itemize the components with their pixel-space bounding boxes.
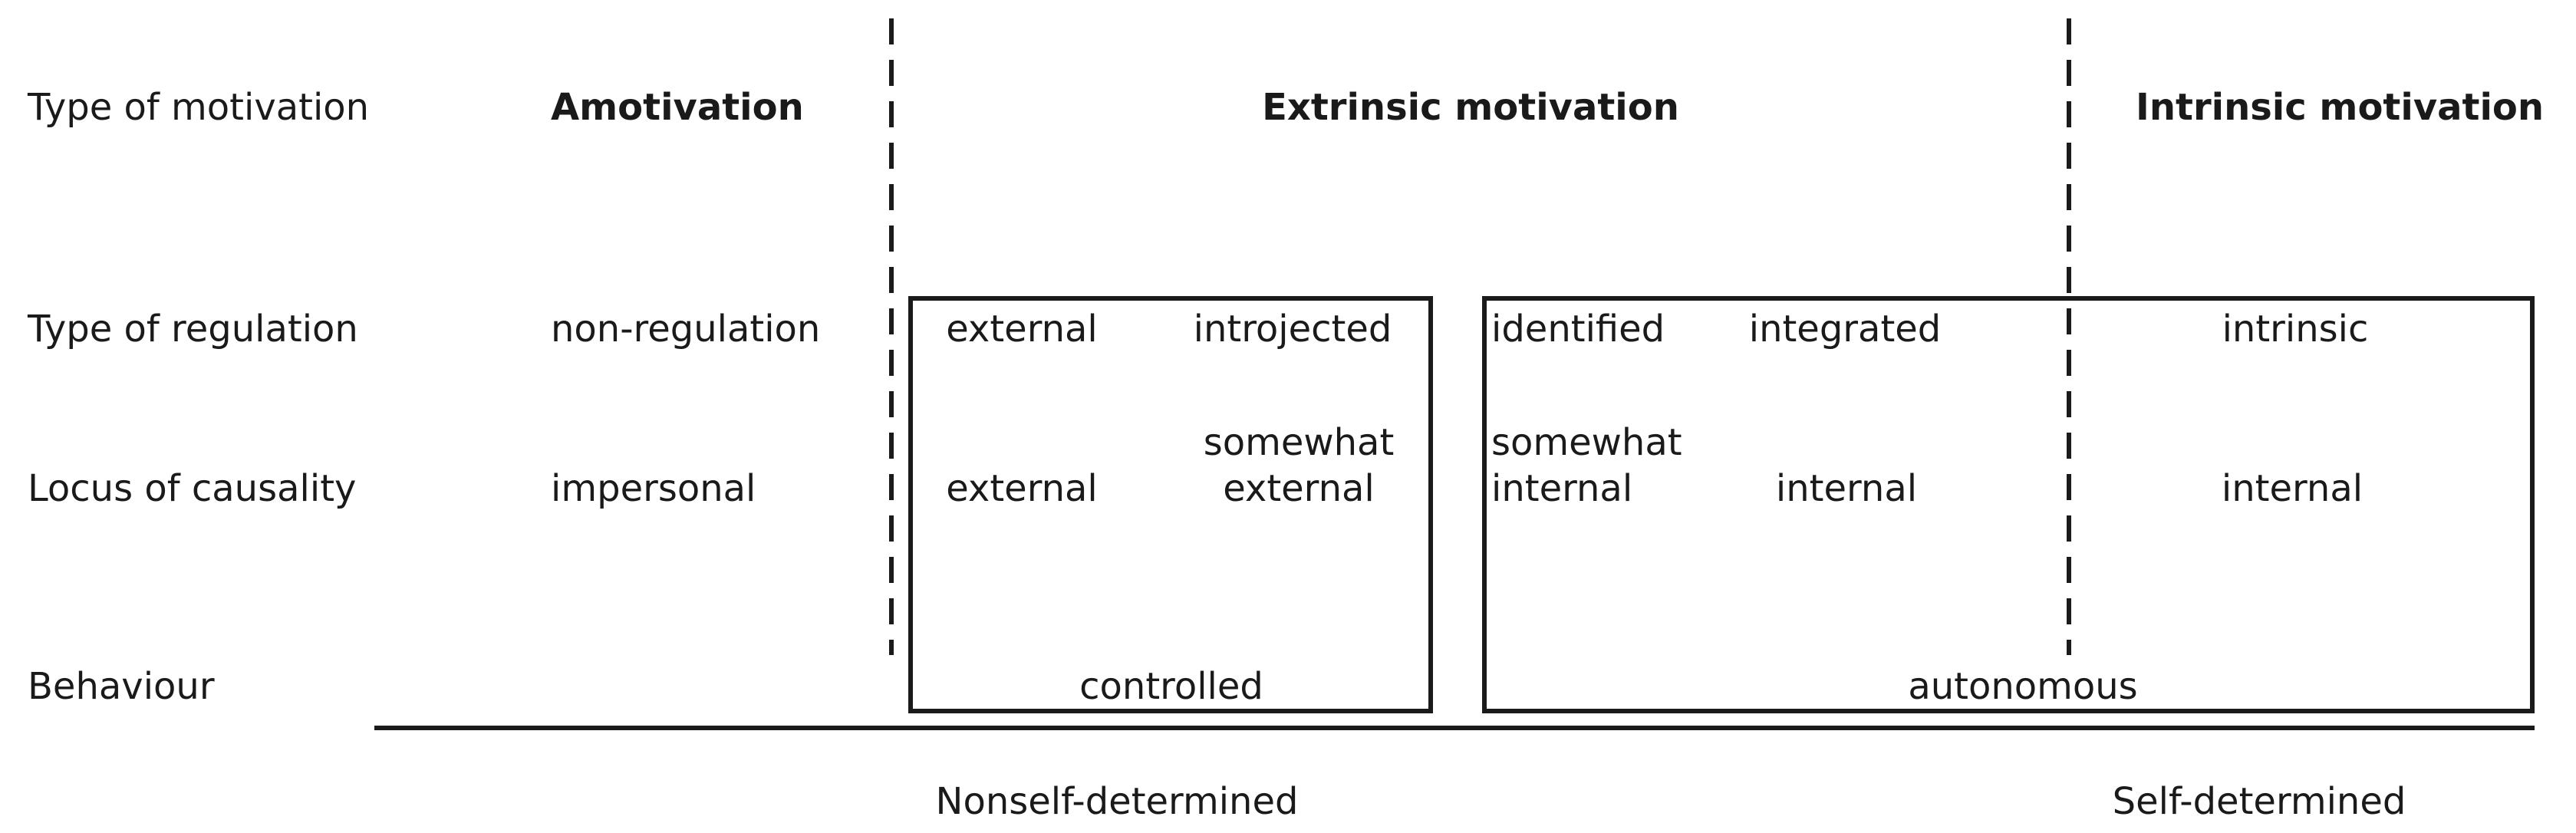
autonomous-box — [1482, 296, 2535, 713]
causality-somewhat-internal: somewhat internal — [1491, 421, 1721, 510]
row-label-causality: Locus of causality — [28, 467, 357, 510]
regulation-introjected: introjected — [1193, 308, 1392, 351]
divider-amotivation-extrinsic — [889, 18, 894, 655]
causality-somewhat-external-line2: external — [1223, 467, 1375, 510]
row-label-regulation: Type of regulation — [28, 308, 358, 351]
regulation-external: external — [946, 308, 1098, 351]
regulation-non-regulation: non-regulation — [551, 308, 821, 351]
regulation-integrated: integrated — [1748, 308, 1942, 351]
regulation-identified: identified — [1491, 308, 1665, 351]
regulation-intrinsic: intrinsic — [2222, 308, 2369, 351]
causality-somewhat-external: somewhat external — [1161, 421, 1437, 510]
causality-somewhat-internal-line1: somewhat — [1491, 421, 1682, 464]
behaviour-autonomous: autonomous — [1908, 665, 2138, 708]
motivation-extrinsic: Extrinsic motivation — [1262, 86, 1679, 129]
determination-nonself: Nonself-determined — [935, 780, 1299, 823]
causality-external: external — [946, 467, 1098, 510]
causality-internal-intrinsic: internal — [2221, 467, 2364, 510]
divider-extrinsic-intrinsic — [2067, 18, 2071, 655]
behaviour-controlled: controlled — [1079, 665, 1263, 708]
row-label-motivation: Type of motivation — [28, 86, 370, 129]
causality-internal-integrated: internal — [1775, 467, 1918, 510]
determination-self: Self-determined — [2112, 780, 2406, 823]
causality-impersonal: impersonal — [551, 467, 756, 510]
causality-somewhat-internal-line2: internal — [1491, 467, 1633, 510]
motivation-intrinsic: Intrinsic motivation — [2135, 86, 2545, 129]
controlled-box — [908, 296, 1433, 713]
motivation-amotivation: Amotivation — [551, 86, 804, 129]
row-label-behaviour: Behaviour — [28, 665, 215, 708]
causality-somewhat-external-line1: somewhat — [1203, 421, 1395, 464]
determination-axis-line — [374, 726, 2535, 730]
